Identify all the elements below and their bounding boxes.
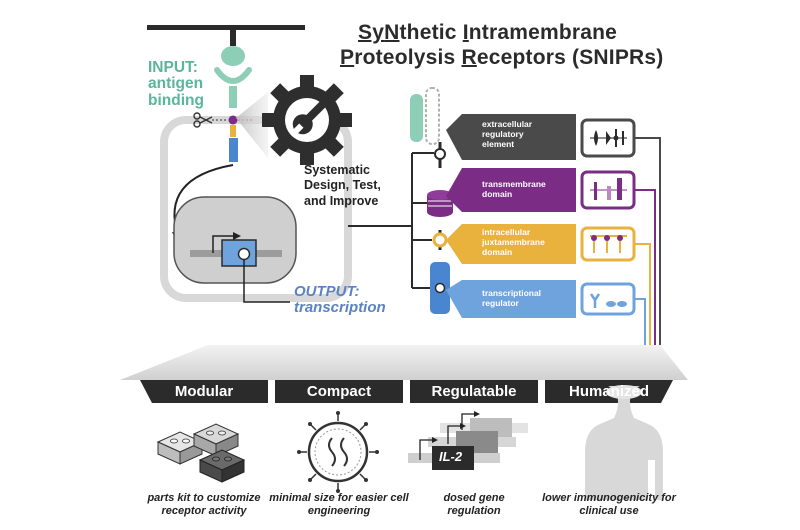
feature-modular: Modular — [174, 383, 234, 400]
feature-banners — [140, 380, 673, 403]
input-label: INPUT: antigen binding — [148, 59, 204, 109]
caption-modular: parts kit to customize receptor activity — [147, 492, 261, 518]
juxtamembrane-icon — [432, 232, 448, 248]
transmembrane-icon — [427, 190, 453, 217]
title-line-2: Proteolysis Receptors (SNIPRs) — [340, 46, 664, 70]
caption-regulatable: dosed gene regulation — [443, 492, 505, 518]
membrane-bar — [147, 25, 305, 30]
gene-label: IL-2 — [439, 449, 463, 464]
zoom-fan — [236, 92, 268, 158]
connector-lines — [634, 137, 661, 345]
banner-juxtamembrane — [446, 224, 576, 264]
gene-cassettes-icon — [408, 411, 528, 470]
receptor-icd — [229, 138, 238, 162]
extracellular-icon — [410, 94, 423, 142]
caption-compact: minimal size for easier cell engineering — [269, 492, 409, 518]
domain-label-extracellular: extracellular regulatory element — [482, 119, 533, 149]
detail-box-transmembrane — [580, 170, 636, 210]
detail-box-juxtamembrane — [580, 226, 636, 262]
gear-icon — [262, 75, 352, 165]
scissors-icon — [193, 112, 213, 128]
domain-label-regulator: transcriptional regulator — [482, 288, 542, 308]
title-line-1: SyNthetic Intramembrane — [358, 21, 618, 44]
binding-cup — [214, 67, 252, 84]
detail-box-regulator — [580, 282, 636, 316]
branch-lines — [348, 152, 434, 289]
process-label: Systematic Design, Test, and Improve — [304, 163, 381, 208]
receptor-stalk — [230, 30, 236, 46]
banner-regulator — [446, 280, 576, 318]
feature-humanized: Humanized — [568, 383, 649, 400]
domain-label-juxtamembrane: intracellular juxtamembrane domain — [482, 227, 545, 257]
detail-box-extracellular — [580, 118, 636, 158]
diagram-title: SyNthetic Intramembrane Proteolysis Rece… — [340, 20, 663, 70]
receptor-ecd — [229, 86, 237, 108]
antigen-shape — [221, 46, 245, 66]
feature-compact: Compact — [306, 383, 372, 400]
compact-particle-icon — [297, 411, 379, 493]
cleavage-site — [228, 115, 238, 125]
bricks-icon — [156, 423, 246, 483]
banner-transmembrane — [446, 168, 576, 212]
caption-humanized: lower immunogenicity for clinical use — [542, 492, 676, 518]
platform — [120, 345, 688, 380]
human-torso-icon — [585, 386, 663, 500]
feature-regulatable: Regulatable — [431, 383, 517, 400]
receptor-tm — [230, 125, 236, 137]
domain-label-transmembrane: transmembrane domain — [482, 179, 546, 199]
output-label: OUTPUT: transcription — [294, 283, 386, 316]
banner-extracellular — [446, 114, 576, 160]
transcription-arrow — [212, 235, 235, 253]
